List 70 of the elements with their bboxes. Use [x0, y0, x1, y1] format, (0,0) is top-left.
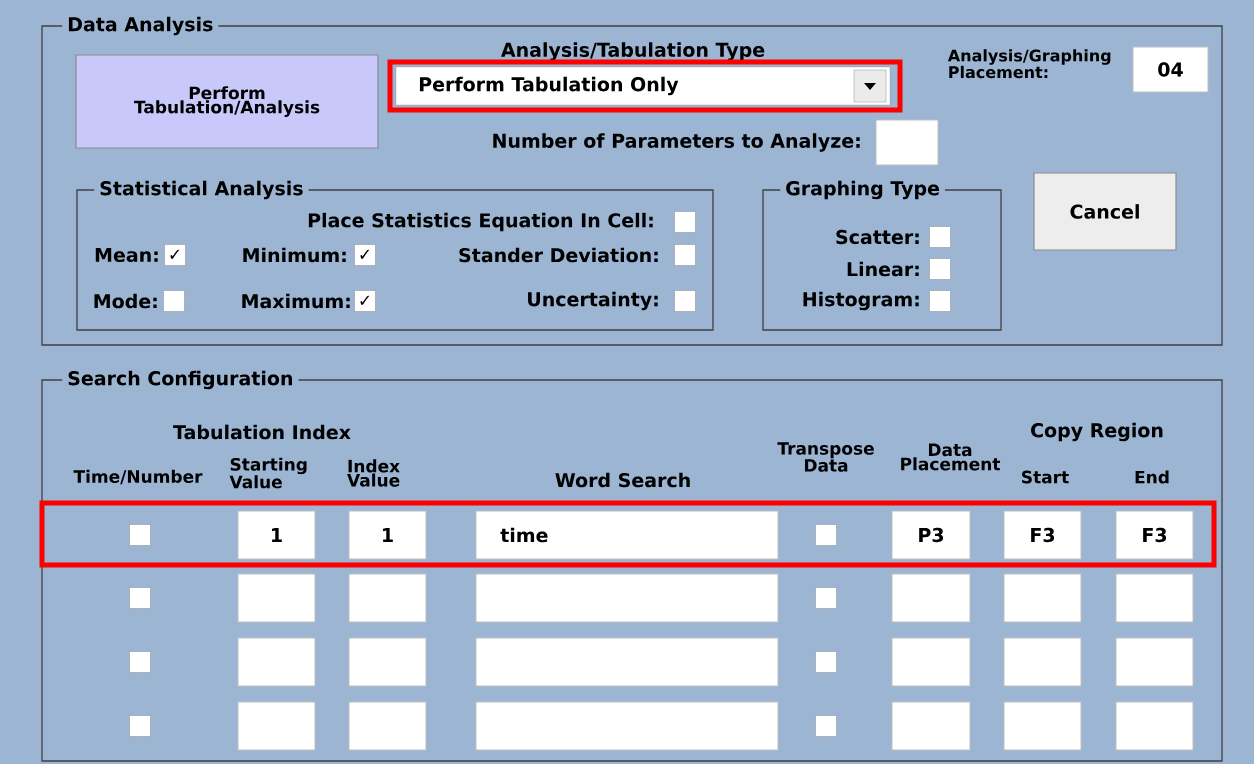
checkbox-label: Linear: [847, 261, 919, 277]
input-field [1003, 701, 1082, 751]
input-field: time [475, 510, 779, 560]
input-field [1115, 573, 1194, 623]
column-header: Copy Region [1031, 422, 1163, 442]
checkbox [929, 226, 951, 248]
input-field [891, 573, 971, 623]
input-field [1003, 637, 1082, 687]
checkbox-label: Scatter: [836, 229, 919, 245]
checkbox [815, 524, 837, 546]
input-field [237, 637, 316, 687]
checkbox [129, 587, 151, 609]
input-field: 1 [348, 510, 427, 560]
checkbox [674, 290, 696, 312]
input-field [1115, 637, 1194, 687]
column-header: Tabulation Index [173, 424, 351, 440]
checkbox: ✓ [354, 244, 376, 266]
checkbox [815, 651, 837, 673]
checkbox [929, 290, 951, 312]
checkbox [674, 211, 696, 233]
column-header: Data Placement [901, 443, 1001, 471]
column-header: Time/Number [73, 469, 203, 485]
input-field [891, 701, 971, 751]
column-header: Word Search [555, 472, 690, 488]
input-field [1115, 701, 1194, 751]
checkbox-label: Mean: [95, 247, 158, 263]
column-header: End [1135, 470, 1169, 484]
dropdown: Perform Tabulation Only [395, 66, 891, 106]
checkbox [815, 587, 837, 609]
checkbox [129, 524, 151, 546]
button: Perform Tabulation/Analysis [75, 54, 379, 149]
column-header: Start [1022, 470, 1069, 484]
input-field [348, 701, 427, 751]
checkbox-label: Place Statistics Equation In Cell: [308, 212, 653, 232]
checkbox [929, 258, 951, 280]
input-field [348, 637, 427, 687]
input-field [237, 701, 316, 751]
input-field: 1 [237, 510, 316, 560]
column-header: Transpose Data [777, 442, 874, 472]
checkbox-label: Minimum: [243, 247, 346, 263]
input-field [237, 573, 316, 623]
input-field: P3 [891, 510, 971, 560]
checkbox-label: Mode: [94, 293, 157, 309]
button: Cancel [1033, 172, 1177, 251]
checkbox-label: Maximum: [242, 293, 350, 309]
field-label: Analysis/Graphing Placement: [947, 49, 1111, 79]
input-field [1003, 573, 1082, 623]
checkbox-label: Histogram: [803, 291, 919, 311]
checkbox [674, 244, 696, 266]
input-field [475, 637, 779, 687]
input-field: F3 [1115, 510, 1194, 560]
checkbox: ✓ [164, 244, 186, 266]
checkbox: ✓ [354, 290, 376, 312]
checkbox-label: Uncertainty: [528, 291, 658, 311]
checkbox [163, 290, 185, 312]
column-header: Starting Value [229, 457, 307, 489]
column-header: Index Value [347, 459, 400, 487]
field-label: Number of Parameters to Analyze: [493, 133, 860, 152]
input-field [891, 637, 971, 687]
checkbox [815, 715, 837, 737]
input-field [348, 573, 427, 623]
input-field: F3 [1003, 510, 1082, 560]
field-label: Analysis/Tabulation Type [501, 42, 765, 61]
checkbox [129, 651, 151, 673]
input-field [875, 119, 939, 166]
input-field [475, 701, 779, 751]
input-field [475, 573, 779, 623]
checkbox [129, 715, 151, 737]
input-field: 04 [1132, 46, 1209, 93]
checkbox-label: Stander Deviation: [459, 247, 658, 263]
